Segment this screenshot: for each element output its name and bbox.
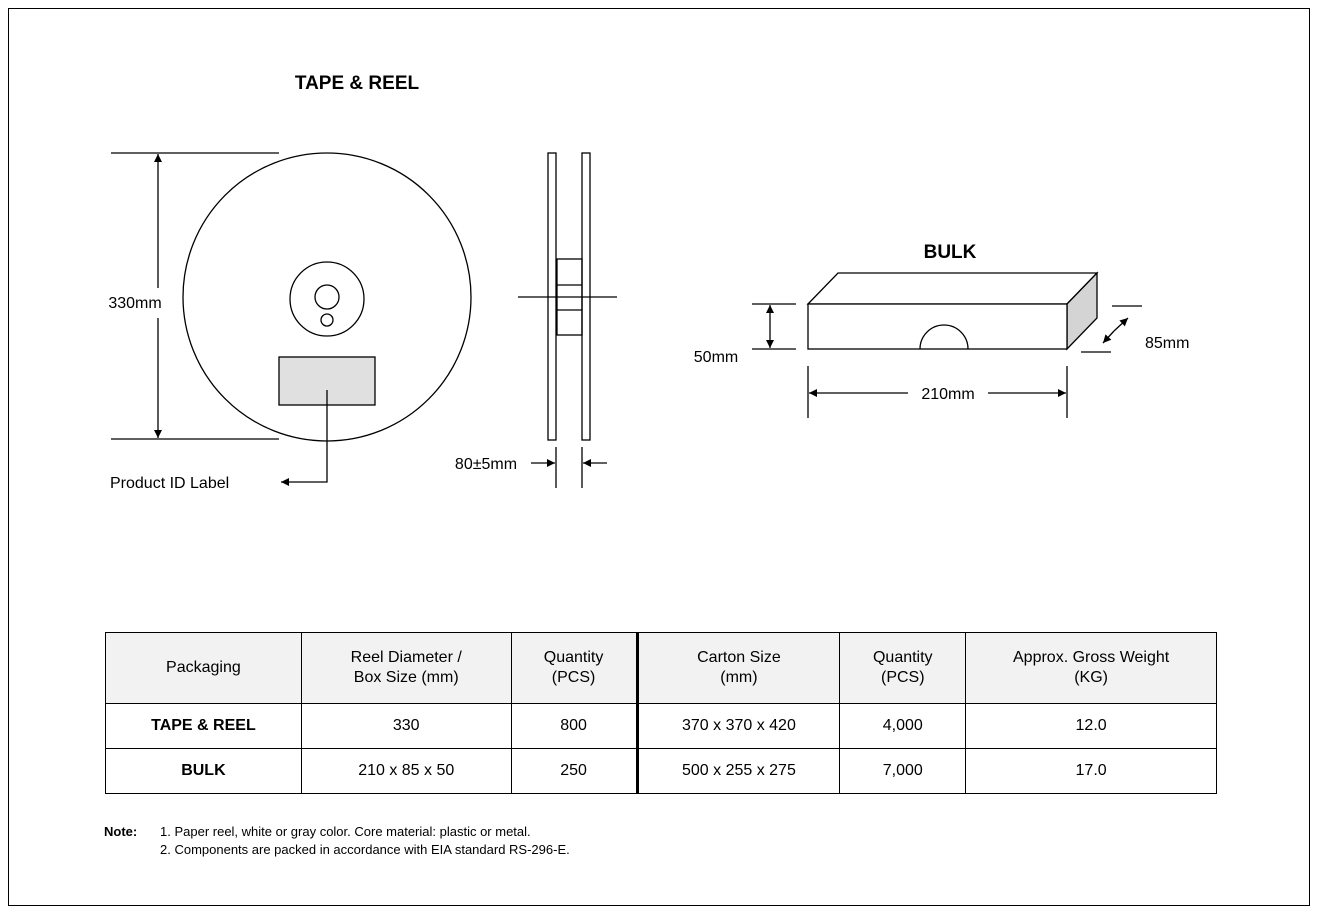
product-id-label-text: Product ID Label [110, 475, 229, 492]
header-carton-quantity: Quantity(PCS) [839, 632, 967, 704]
diameter-dimension [111, 152, 279, 440]
table-cell: 500 x 255 x 275 [635, 748, 841, 794]
note-item: 1. Paper reel, white or gray color. Core… [160, 824, 531, 839]
table-cell: 370 x 370 x 420 [635, 703, 841, 749]
reel-width-label: 80±5mm [455, 456, 517, 473]
header-quantity: Quantity(PCS) [510, 632, 638, 704]
bulk-length-dimension [807, 366, 1068, 418]
table-cell: 7,000 [839, 748, 967, 794]
bulk-depth-label: 85mm [1145, 335, 1189, 352]
reel-side-view [518, 152, 617, 488]
table-cell: 12.0 [965, 703, 1217, 749]
bulk-title: BULK [924, 242, 977, 263]
bulk-box [806, 271, 1099, 351]
table-cell: TAPE & REEL [105, 703, 302, 749]
notes-section: Note: 1. Paper reel, white or gray color.… [104, 823, 570, 859]
packaging-spec-table: Packaging Reel Diameter /Box Size (mm) Q… [105, 632, 1217, 794]
tape-reel-title: TAPE & REEL [295, 73, 420, 94]
diameter-label: 330mm [108, 295, 161, 312]
bulk-depth-dimension [1081, 305, 1142, 353]
header-packaging: Packaging [105, 632, 302, 704]
header-carton-size: Carton Size(mm) [635, 632, 841, 704]
table-cell: 17.0 [965, 748, 1217, 794]
product-label-leader [281, 390, 328, 486]
table-cell: 330 [300, 703, 512, 749]
table-header-row: Packaging Reel Diameter /Box Size (mm) Q… [105, 632, 1217, 704]
table-cell: 800 [510, 703, 638, 749]
page-frame [8, 8, 1310, 906]
table-row: BULK 210 x 85 x 50 250 500 x 255 x 275 7… [105, 748, 1217, 794]
bulk-height-label: 50mm [694, 349, 738, 366]
note-item: 2. Components are packed in accordance w… [160, 842, 570, 857]
table-cell: 4,000 [839, 703, 967, 749]
note-label: Note: [104, 824, 138, 839]
packaging-diagram: TAPE & REEL 330mm Product ID Label 80±5m… [108, 73, 1189, 492]
bulk-length-label: 210mm [921, 386, 974, 403]
table-cell: 250 [510, 748, 638, 794]
header-gross-weight: Approx. Gross Weight(KG) [965, 632, 1217, 704]
table-cell: 210 x 85 x 50 [300, 748, 512, 794]
header-reel-diameter: Reel Diameter /Box Size (mm) [300, 632, 512, 704]
table-row: TAPE & REEL 330 800 370 x 370 x 420 4,00… [105, 703, 1217, 749]
table-cell: BULK [105, 748, 302, 794]
bulk-height-dimension [752, 303, 796, 350]
